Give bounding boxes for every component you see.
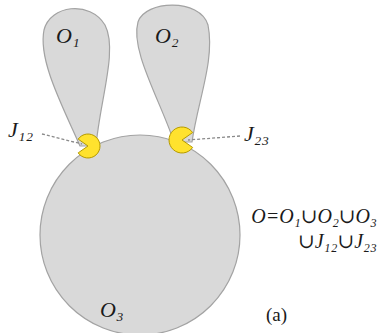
region-shape (137, 5, 210, 142)
junction-label: J₂₃ (244, 122, 269, 146)
region-outline (125, 0, 215, 146)
set-formula: O=O₁∪O₂∪O₃ ∪J₁₂∪J₂₃ (251, 204, 377, 254)
head-region: O₃ (40, 135, 240, 333)
leader-line (188, 136, 240, 140)
junction-label: J₁₂ (8, 118, 33, 142)
panel-label: (a) (266, 305, 287, 326)
junction-label: J₁₂ (8, 118, 33, 142)
region-shape (40, 135, 240, 333)
panel-label: (a) (266, 305, 287, 326)
junction-label: J₂₃ (244, 122, 269, 146)
set-formula: O=O₁∪O₂∪O₃ ∪J₁₂∪J₂₃ (251, 204, 377, 254)
region-outline (40, 135, 240, 333)
region-name: O₃ (100, 298, 124, 322)
region-name: O₁ (56, 24, 80, 48)
region-shape (43, 9, 110, 146)
region-name: O₂ (155, 24, 179, 48)
ear-region: O₂ (125, 0, 215, 146)
region-outline (40, 0, 120, 150)
ear-region: O₁ (40, 0, 120, 150)
